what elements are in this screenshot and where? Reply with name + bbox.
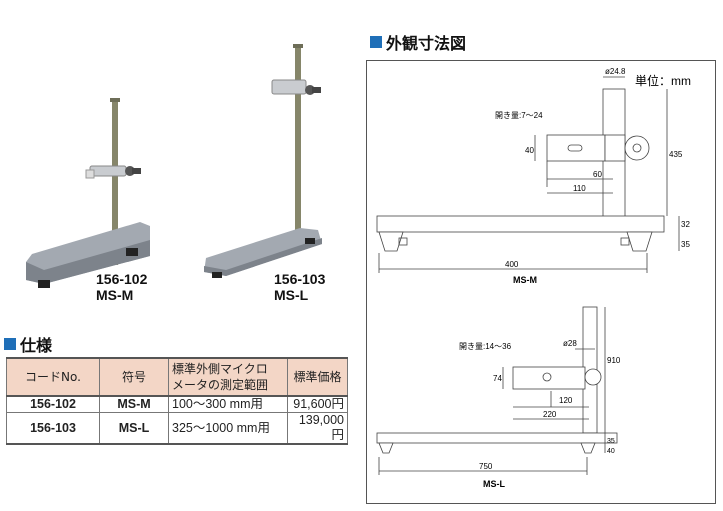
msm-base <box>376 215 665 233</box>
msl-clamp <box>512 366 586 390</box>
col-header-model: 符号 <box>99 357 169 397</box>
cell-code: 156-102 <box>6 395 100 413</box>
msl-dim-750: 750 <box>479 462 493 471</box>
cell-model: MS-L <box>99 412 169 445</box>
spec-table-header: コードNo. 符号 標準外側マイクロ メータの測定範囲 標準価格 <box>6 357 348 397</box>
cell-range: 325〜1000 mm用 <box>168 412 288 445</box>
msl-base <box>376 432 618 444</box>
msl-dim-74: 74 <box>493 374 502 383</box>
product-code-1: 156-102 <box>96 271 148 287</box>
ms-l-base <box>204 228 322 276</box>
msm-dim-435: 435 <box>669 150 683 159</box>
ms-m-rod <box>112 100 118 265</box>
product-photos <box>26 44 322 288</box>
section-bullet-icon <box>4 338 16 350</box>
product-code-2: 156-103 <box>274 271 326 287</box>
msl-dim-220: 220 <box>543 410 557 419</box>
cell-range: 100〜300 mm用 <box>168 395 288 413</box>
table-row: 156-102 MS-M 100〜300 mm用 91,600円 <box>6 395 348 413</box>
product-model-2: MS-L <box>274 287 309 303</box>
msm-dim-35: 35 <box>681 240 690 249</box>
msl-dia: ø28 <box>563 339 577 348</box>
ms-m-stand-image <box>26 98 150 288</box>
spec-section-title: 仕様 <box>4 332 52 356</box>
drawing-section-title: 外観寸法図 <box>370 30 466 54</box>
col-header-range: 標準外側マイクロ メータの測定範囲 <box>168 357 288 397</box>
spec-table: コードNo. 符号 標準外側マイクロ メータの測定範囲 標準価格 156-102… <box>6 357 348 445</box>
cell-model: MS-M <box>99 395 169 413</box>
cell-code: 156-103 <box>6 412 100 445</box>
ms-l-rod <box>295 45 301 242</box>
ms-l-stand-image <box>204 44 322 278</box>
ms-l-clamp <box>271 79 307 95</box>
ms-m-clamp <box>89 165 127 177</box>
msl-clamp-note: 開き量:14〜36 <box>459 342 512 351</box>
msm-dim-110: 110 <box>573 184 586 193</box>
msm-clamp-note: 開き量:7〜24 <box>495 111 543 120</box>
msm-dia: ø24.8 <box>605 67 626 76</box>
section-bullet-icon <box>370 36 382 48</box>
msl-dim-120: 120 <box>559 396 573 405</box>
msl-dim-910: 910 <box>607 356 621 365</box>
unit-label: 単位：mm <box>635 73 691 88</box>
msm-label: MS-M <box>513 275 537 285</box>
dimension-drawing-panel: ø24.8 単位：mm 開き量:7〜24 40 60 110 435 32 35… <box>366 60 716 504</box>
product-model-1: MS-M <box>96 287 134 303</box>
dimension-drawing: ø24.8 単位：mm 開き量:7〜24 40 60 110 435 32 35… <box>376 67 691 489</box>
msm-dim-40: 40 <box>525 146 534 155</box>
col-header-code: コードNo. <box>6 357 100 397</box>
msl-dim-40: 40 <box>607 448 615 455</box>
msm-dim-32: 32 <box>681 220 690 229</box>
table-row: 156-103 MS-L 325〜1000 mm用 139,000円 <box>6 412 348 445</box>
msm-clamp <box>546 134 606 162</box>
cell-price: 91,600円 <box>287 395 348 413</box>
col-header-price: 標準価格 <box>287 357 348 397</box>
msm-dim-60: 60 <box>593 170 602 179</box>
cell-price: 139,000円 <box>287 412 348 445</box>
msm-dim-400: 400 <box>505 260 519 269</box>
msl-label: MS-L <box>483 479 505 489</box>
msl-dim-35: 35 <box>607 438 615 445</box>
